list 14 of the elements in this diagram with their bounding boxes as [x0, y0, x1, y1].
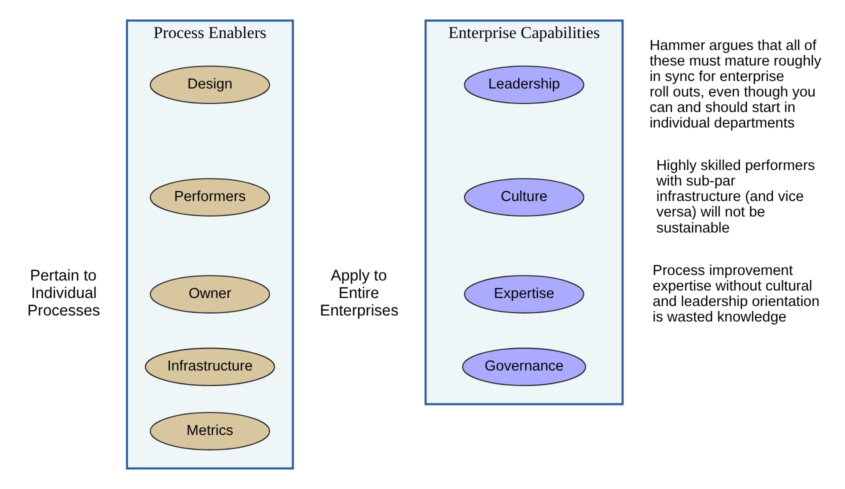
- label: Hammer argues that all of these must mature roughly in sync for enterprise roll outs, even though you can and should start in individual departments: [650, 38, 822, 132]
- label: Highly skilled performers with sub-par infrastructure (and vice versa) will not be sustainable: [656, 158, 816, 236]
- node-ellipse: Infrastructure: [144, 348, 276, 386]
- node-ellipse: Culture: [464, 178, 584, 216]
- node-ellipse: Leadership: [464, 66, 584, 104]
- node-ellipse: Performers: [150, 178, 270, 216]
- label: Process improvement expertise without cultural and leadership orientation is wasted knowledge: [652, 262, 820, 326]
- node-ellipse: Owner: [150, 275, 270, 314]
- node-label: Apply to Entire Enterprises: [320, 267, 398, 320]
- node-label: Pertain to Individual Processes: [27, 267, 100, 320]
- node-ellipse: Design: [150, 66, 270, 104]
- node-ellipse: Governance: [462, 348, 586, 386]
- node-ellipse: Expertise: [464, 275, 584, 314]
- node-ellipse: Metrics: [150, 412, 270, 450]
